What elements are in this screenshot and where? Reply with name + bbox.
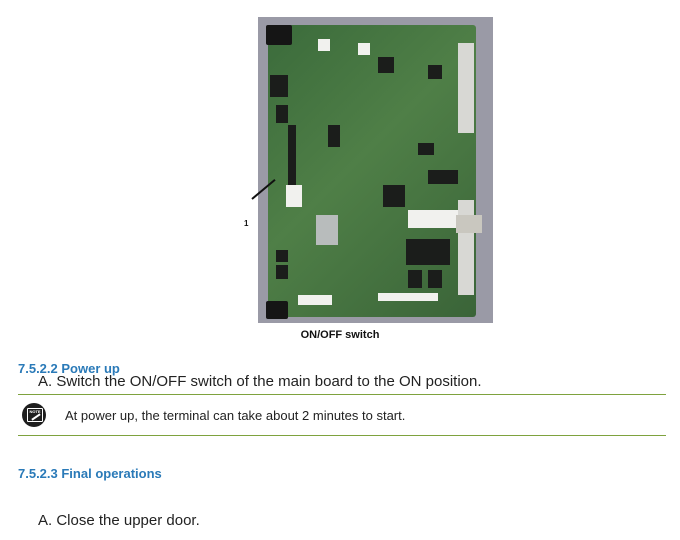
note-pad-icon: NOTE bbox=[22, 403, 46, 427]
section-heading-power-up: 7.5.2.2 Power up bbox=[18, 361, 120, 376]
note-bottom-rule bbox=[18, 435, 666, 436]
figure-caption: ON/OFF switch bbox=[300, 329, 380, 341]
callout-label: 1 bbox=[244, 219, 249, 228]
main-board-photo bbox=[258, 17, 493, 323]
step-close-door: A. Close the upper door. bbox=[38, 512, 200, 529]
note-text: At power up, the terminal can take about… bbox=[65, 408, 406, 423]
section-heading-final-operations: 7.5.2.3 Final operations bbox=[18, 466, 162, 481]
note-top-rule bbox=[18, 394, 666, 395]
circuit-board bbox=[266, 25, 482, 319]
step-switch-on: A. Switch the ON/OFF switch of the main … bbox=[38, 373, 482, 390]
